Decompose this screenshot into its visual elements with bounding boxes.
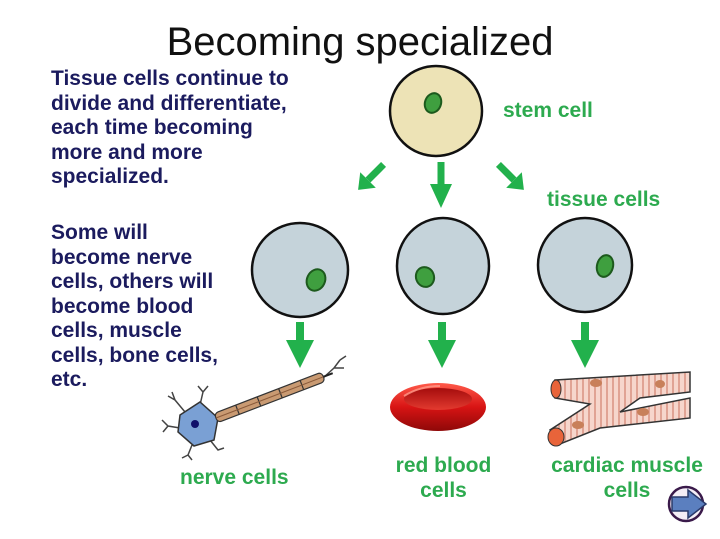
label-line: cells — [420, 479, 467, 502]
text-line: specialized. — [51, 165, 169, 188]
label-red-blood-cells: red blood cells — [386, 453, 501, 503]
arrow-icon — [571, 322, 599, 368]
text-line: Some will — [51, 221, 148, 244]
text-line: cells, others will — [51, 270, 214, 293]
tissue-cell — [395, 216, 491, 316]
text-line: divide and differentiate, — [51, 91, 287, 115]
arrow-icon — [358, 161, 387, 190]
text-line: cells, bone cells, — [51, 343, 218, 367]
nucleus — [595, 254, 615, 278]
nucleus — [423, 92, 443, 114]
arrow-icon — [428, 322, 456, 368]
arrow-icon — [286, 322, 314, 368]
intro-paragraph: Tissue cells continue to divide and diff… — [51, 67, 351, 190]
label-line: cells — [603, 479, 651, 502]
text-line: become blood — [51, 294, 194, 318]
next-slide-arrow-icon — [667, 485, 708, 523]
text-line: etc. — [51, 368, 88, 391]
text-line: cells, muscle — [51, 319, 182, 342]
red-blood-cell — [390, 383, 486, 431]
nucleus — [414, 266, 436, 288]
next-slide-button[interactable] — [666, 484, 710, 524]
label-cardiac-muscle-cells: cardiac muscle cells — [538, 453, 716, 503]
text-line: become nerve — [51, 245, 193, 269]
text-line: more and more — [51, 140, 203, 164]
label-nerve-cells: nerve cells — [180, 466, 289, 489]
label-line: cardiac muscle — [551, 454, 703, 477]
label-line: red blood — [395, 454, 492, 477]
arrow-icon — [430, 162, 452, 208]
detail-paragraph: Some will become nerve cells, others wil… — [51, 221, 251, 393]
text-line: Tissue cells continue to — [51, 67, 289, 90]
nerve-cell — [161, 355, 347, 461]
text-line: each time becoming — [51, 116, 253, 139]
slide-title: Becoming specialized — [166, 20, 554, 64]
nucleus — [305, 268, 327, 292]
stem-cell — [388, 64, 484, 158]
cardiac-muscle-cells — [547, 371, 691, 447]
arrow-icon — [495, 161, 524, 190]
tissue-cell — [250, 221, 350, 319]
tissue-cell — [536, 216, 634, 314]
label-tissue-cells: tissue cells — [547, 188, 661, 211]
label-stem-cell: stem cell — [503, 99, 593, 122]
